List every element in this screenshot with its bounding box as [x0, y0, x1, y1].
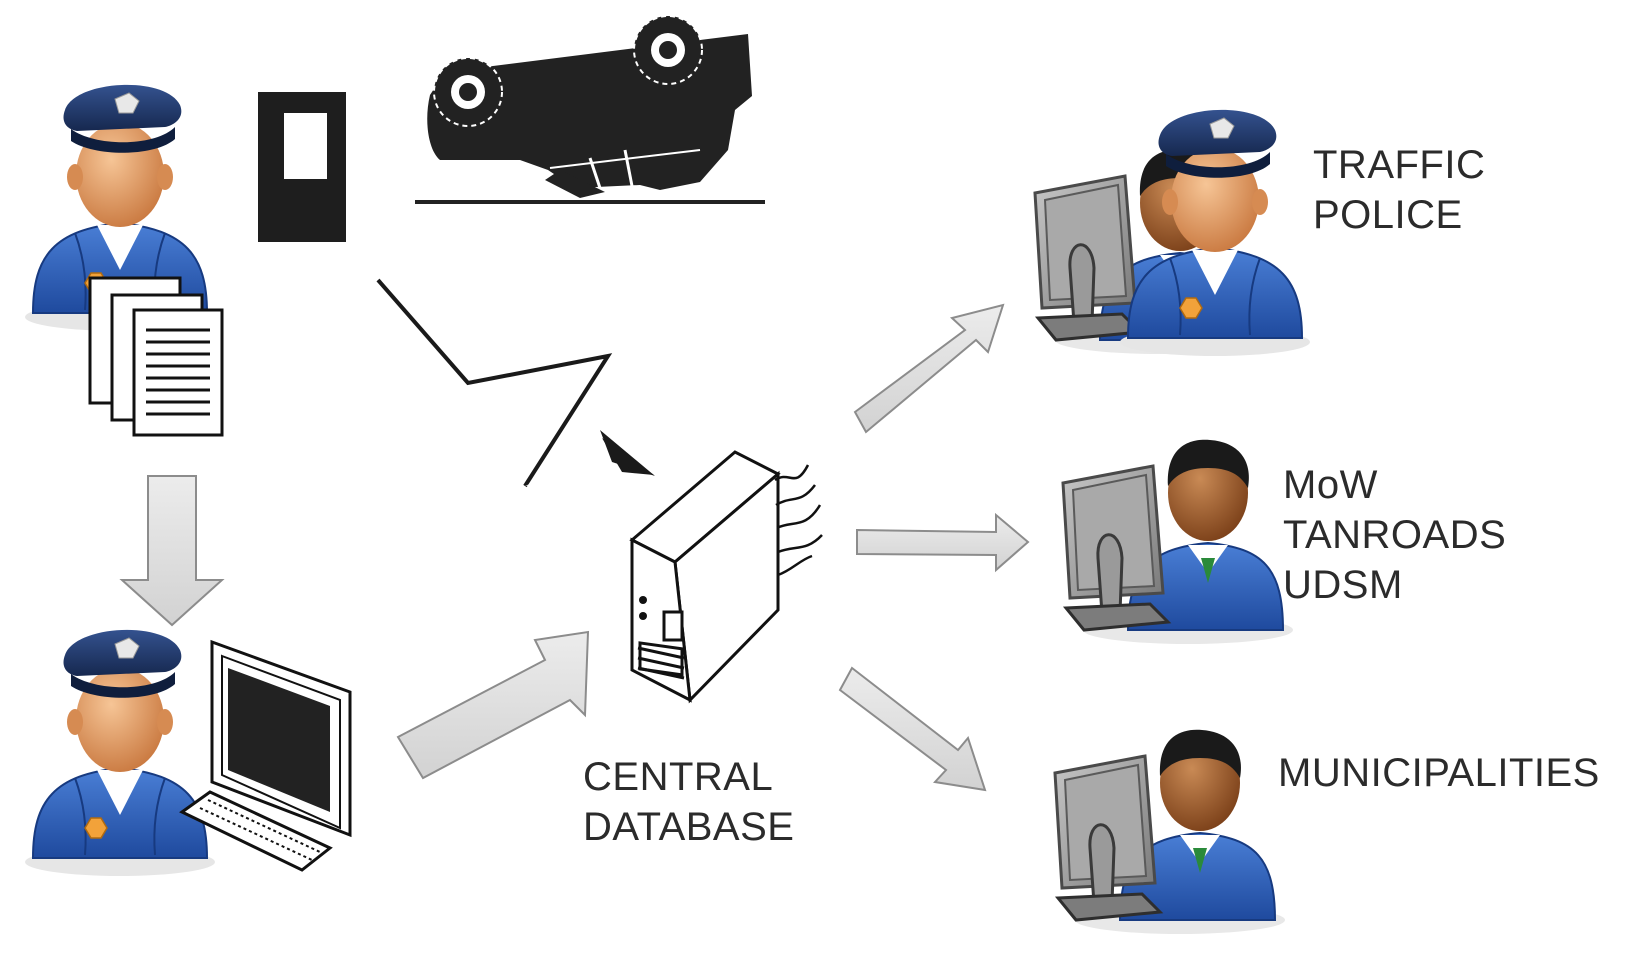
wireless-transmission-arrow	[376, 278, 655, 488]
overturned-car-icon	[415, 15, 765, 204]
down-arrow	[119, 475, 225, 627]
label-line: UDSM	[1283, 563, 1403, 607]
traffic-police-label: TRAFFIC POLICE	[1313, 140, 1485, 240]
arrow-to-municipalities	[838, 666, 987, 792]
municipalities-label: MUNICIPALITIES	[1278, 748, 1600, 798]
label-line: MoW	[1283, 463, 1378, 507]
arrow-to-traffic-police	[853, 303, 1005, 434]
user-at-computer-icon	[1061, 438, 1295, 646]
agencies-label: MoW TANROADS UDSM	[1283, 460, 1506, 610]
label-line: TRAFFIC	[1313, 143, 1486, 187]
mobile-phone-icon	[258, 92, 346, 242]
police-officer-icon	[24, 628, 216, 877]
police-officer-icon	[1119, 108, 1311, 357]
paper-forms-icon	[88, 276, 224, 437]
server-icon	[629, 450, 823, 704]
label-line: DATABASE	[583, 805, 795, 849]
label-line: CENTRAL	[583, 755, 774, 799]
user-at-computer-icon	[1053, 728, 1287, 936]
upload-arrow	[396, 630, 590, 780]
central-database-label: CENTRAL DATABASE	[583, 752, 794, 852]
label-line: MUNICIPALITIES	[1278, 751, 1600, 795]
label-line: POLICE	[1313, 193, 1463, 237]
label-line: TANROADS	[1283, 513, 1507, 557]
computer-terminal-icon	[179, 639, 352, 872]
arrow-to-agencies	[856, 512, 1030, 573]
